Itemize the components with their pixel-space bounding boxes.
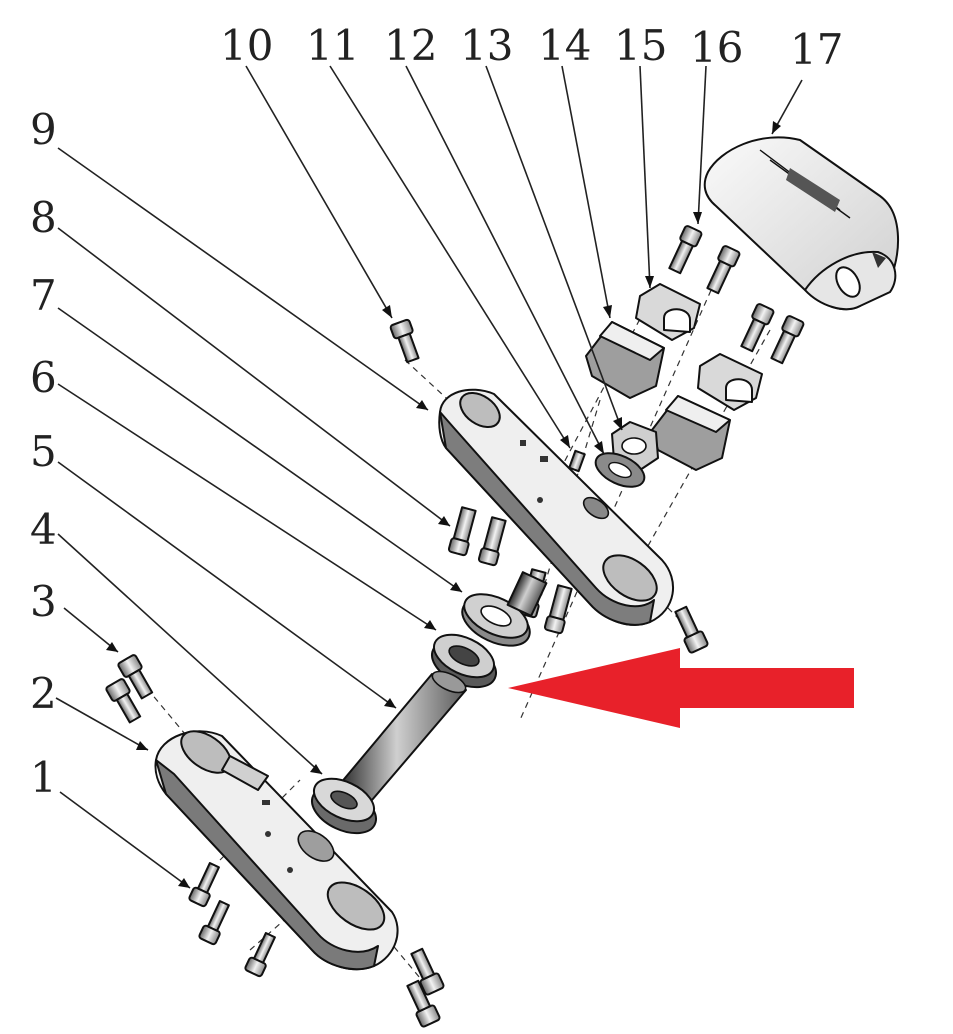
callout-15: 15 [614, 21, 667, 70]
callout-5: 5 [30, 427, 57, 476]
leader-lines [55, 65, 803, 889]
highlight-arrow [508, 648, 854, 728]
callout-17: 17 [790, 25, 843, 74]
callout-8: 8 [30, 193, 57, 242]
callout-11: 11 [306, 21, 359, 70]
callout-1: 1 [30, 753, 57, 802]
part-1-bolts [188, 862, 445, 1028]
callout-labels: 1 2 3 4 5 6 7 8 9 10 11 12 13 14 15 16 1… [30, 21, 843, 802]
part-12-washer [594, 452, 646, 488]
callout-13: 13 [460, 21, 513, 70]
part-7-upper-bearing [461, 571, 548, 647]
part-15-clamp-caps [635, 283, 763, 411]
part-8-bolts [447, 506, 709, 654]
callout-12: 12 [384, 21, 437, 70]
part-10-bolt [389, 318, 420, 364]
callout-9: 9 [30, 105, 57, 154]
part-14-clamp-bases [585, 321, 731, 471]
highlight-arrow-shape [508, 648, 854, 728]
part-4-lower-bearing [311, 777, 377, 835]
callout-7: 7 [30, 271, 57, 320]
part-17-cover [703, 136, 899, 311]
part-2-lower-triple-clamp [154, 730, 399, 971]
part-9-upper-triple-clamp [438, 388, 675, 626]
part-16-bolts [668, 225, 805, 365]
callout-2: 2 [30, 669, 57, 718]
part-3-bolts [105, 654, 154, 724]
callout-10: 10 [220, 21, 273, 70]
callout-4: 4 [30, 505, 57, 554]
part-11-pin [568, 449, 586, 473]
callout-16: 16 [690, 23, 743, 72]
callout-14: 14 [538, 21, 591, 70]
assembly-axes [139, 269, 771, 991]
part-5-stem-tube [339, 670, 467, 801]
callout-3: 3 [30, 577, 57, 626]
callout-6: 6 [30, 353, 57, 402]
